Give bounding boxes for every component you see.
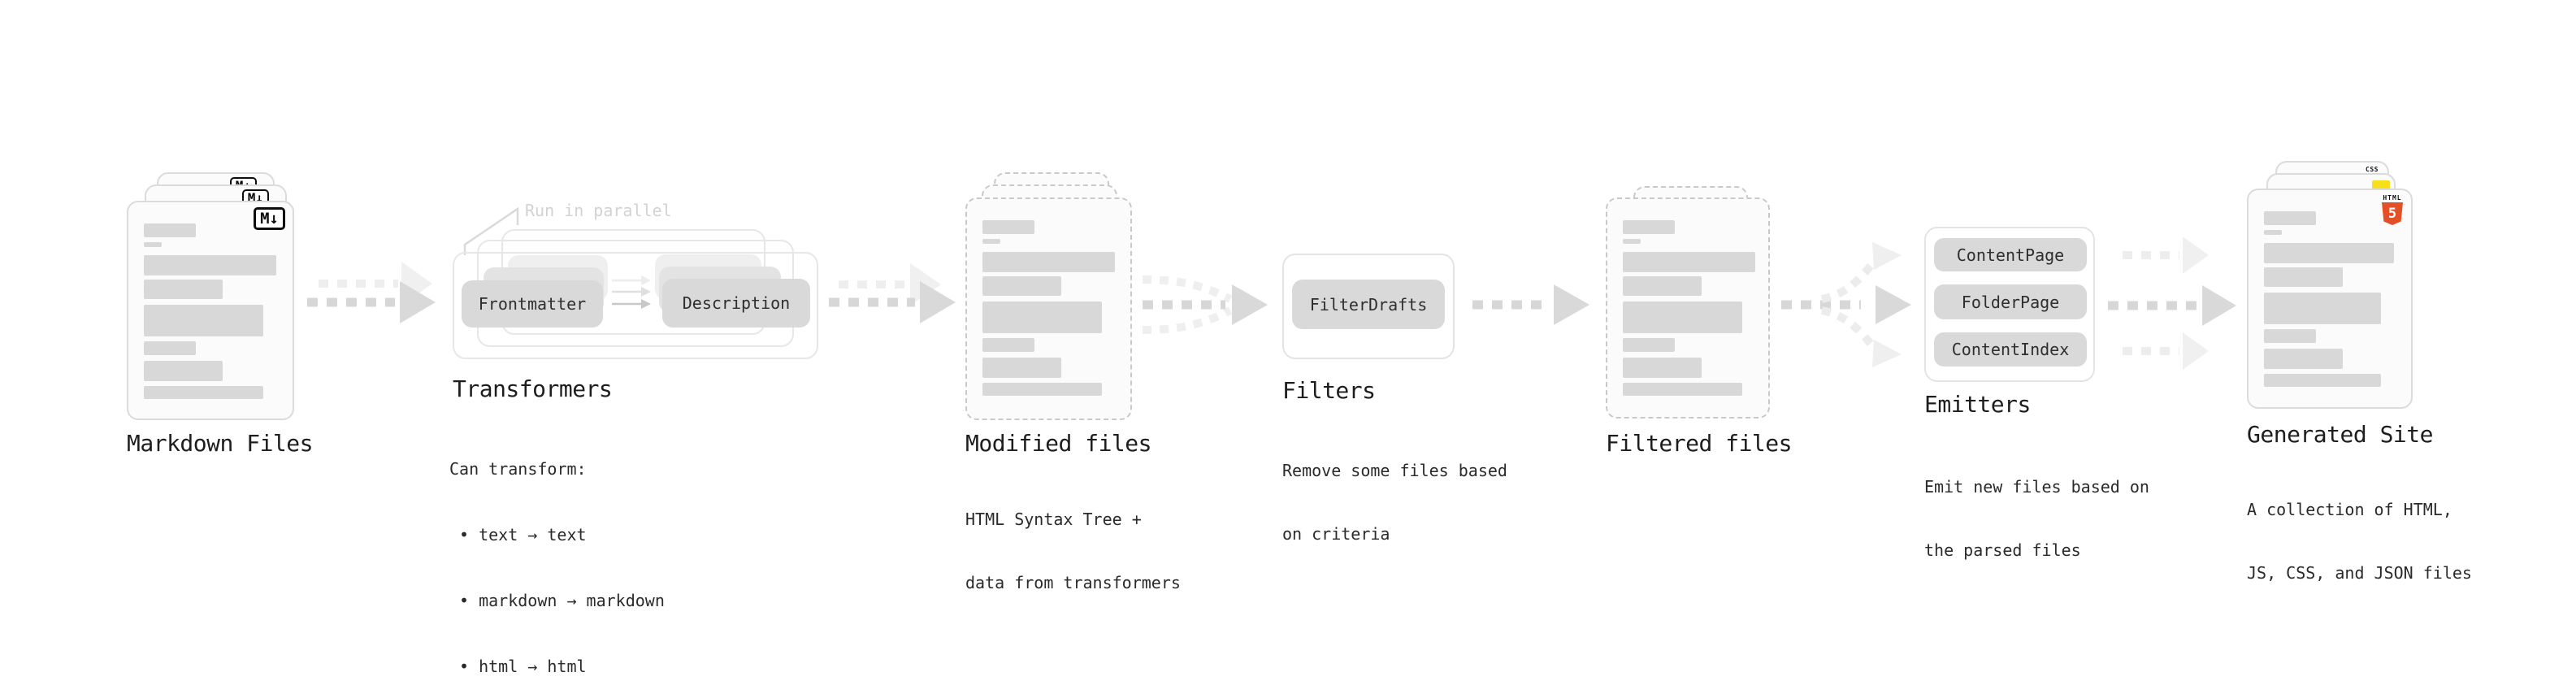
description-line: Emit new files based on xyxy=(1924,477,2149,497)
description-line: HTML Syntax Tree + xyxy=(965,510,1142,529)
html5-icon-shield: 5 xyxy=(2382,202,2403,225)
placeholder-bar xyxy=(144,361,223,381)
placeholder-bar xyxy=(982,301,1102,333)
css-icon-label: CSS xyxy=(2366,166,2379,173)
placeholder-bar xyxy=(1623,220,1675,234)
placeholder-bar xyxy=(144,386,263,399)
arrow-transformers-to-modified xyxy=(829,263,956,323)
transformer-layer-front xyxy=(453,252,818,359)
placeholder-bar xyxy=(982,383,1102,396)
modified-files-title: Modified files xyxy=(965,430,1152,457)
generated-site-file-card: HTML 5 xyxy=(2247,189,2413,409)
description-line: on criteria xyxy=(1282,524,1390,544)
generated-site-title: Generated Site xyxy=(2247,421,2434,448)
placeholder-bar xyxy=(982,220,1034,234)
filters-title: Filters xyxy=(1282,377,1376,404)
placeholder-bar xyxy=(2264,267,2343,287)
placeholder-bar xyxy=(1623,239,1641,244)
description-line: JS, CSS, and JSON files xyxy=(2247,563,2472,583)
placeholder-bar xyxy=(1623,276,1702,296)
placeholder-bar xyxy=(2264,211,2316,225)
description-line: • text → text xyxy=(459,525,587,544)
placeholder-bar xyxy=(982,276,1061,296)
arrow-filters-to-filtered xyxy=(1472,284,1589,325)
filtered-file-card xyxy=(1606,197,1770,419)
markdown-file-card: M↓ xyxy=(127,201,294,420)
frontmatter-node: Frontmatter xyxy=(462,280,603,327)
arrow-modified-to-filters-converge xyxy=(1142,275,1268,334)
placeholder-bar xyxy=(982,239,1000,244)
placeholder-bar xyxy=(982,338,1034,352)
arrows-emitters-to-generated xyxy=(2108,236,2236,370)
emitters-description: Emit new files based on the parsed files xyxy=(1924,434,2149,603)
placeholder-bar xyxy=(1623,358,1702,378)
placeholder-bar xyxy=(144,223,196,237)
description-line: A collection of HTML, xyxy=(2247,500,2452,519)
description-line: data from transformers xyxy=(965,573,1181,592)
placeholder-bar xyxy=(144,242,162,247)
description-line: the parsed files xyxy=(1924,540,2081,560)
contentindex-node: ContentIndex xyxy=(1934,332,2087,367)
placeholder-bar xyxy=(1623,252,1755,272)
placeholder-bar xyxy=(144,255,276,275)
folderpage-node: FolderPage xyxy=(1934,284,2087,319)
placeholder-bar xyxy=(1623,338,1675,352)
emitters-container xyxy=(1924,227,2095,382)
arrow-filtered-to-emitters-diverge xyxy=(1781,242,1911,367)
html5-icon: HTML 5 xyxy=(2382,194,2403,225)
placeholder-bar xyxy=(2264,293,2381,324)
emitters-title: Emitters xyxy=(1924,391,2031,418)
transformers-description: Can transform: • text → text • markdown … xyxy=(449,414,665,681)
run-in-parallel-label: Run in parallel xyxy=(525,201,672,220)
placeholder-bar xyxy=(144,305,263,336)
filterdrafts-node: FilterDrafts xyxy=(1292,280,1445,329)
placeholder-bar xyxy=(144,280,223,299)
placeholder-bar xyxy=(2264,243,2394,263)
filters-container xyxy=(1282,254,1455,359)
contentpage-node: ContentPage xyxy=(1934,238,2087,271)
description-line: Remove some files based xyxy=(1282,461,1507,480)
generated-site-description: A collection of HTML, JS, CSS, and JSON … xyxy=(2247,457,2472,626)
description-node: Description xyxy=(662,279,810,327)
html5-icon-word: HTML xyxy=(2383,194,2402,202)
placeholder-bar xyxy=(982,358,1061,378)
description-line: • markdown → markdown xyxy=(459,591,665,610)
modified-files-description: HTML Syntax Tree + data from transformer… xyxy=(965,466,1181,635)
placeholder-bar xyxy=(2264,230,2282,235)
placeholder-bar xyxy=(982,252,1115,272)
placeholder-bar xyxy=(2264,329,2316,343)
placeholder-bar xyxy=(2264,349,2343,369)
modified-file-card xyxy=(965,197,1132,420)
markdown-icon: M↓ xyxy=(254,207,285,230)
description-line: • html → html xyxy=(459,657,587,676)
filters-description: Remove some files based on criteria xyxy=(1282,418,1507,587)
markdown-icon-label: M↓ xyxy=(260,210,279,228)
placeholder-bar xyxy=(1623,383,1742,396)
placeholder-bar xyxy=(144,341,196,355)
description-line: Can transform: xyxy=(449,459,587,479)
markdown-files-title: Markdown Files xyxy=(127,430,314,457)
placeholder-bar xyxy=(2264,374,2381,387)
arrow-markdown-to-transformers xyxy=(307,262,436,323)
placeholder-bar xyxy=(1623,301,1742,333)
transformers-title: Transformers xyxy=(453,375,613,402)
filtered-files-title: Filtered files xyxy=(1606,430,1793,457)
